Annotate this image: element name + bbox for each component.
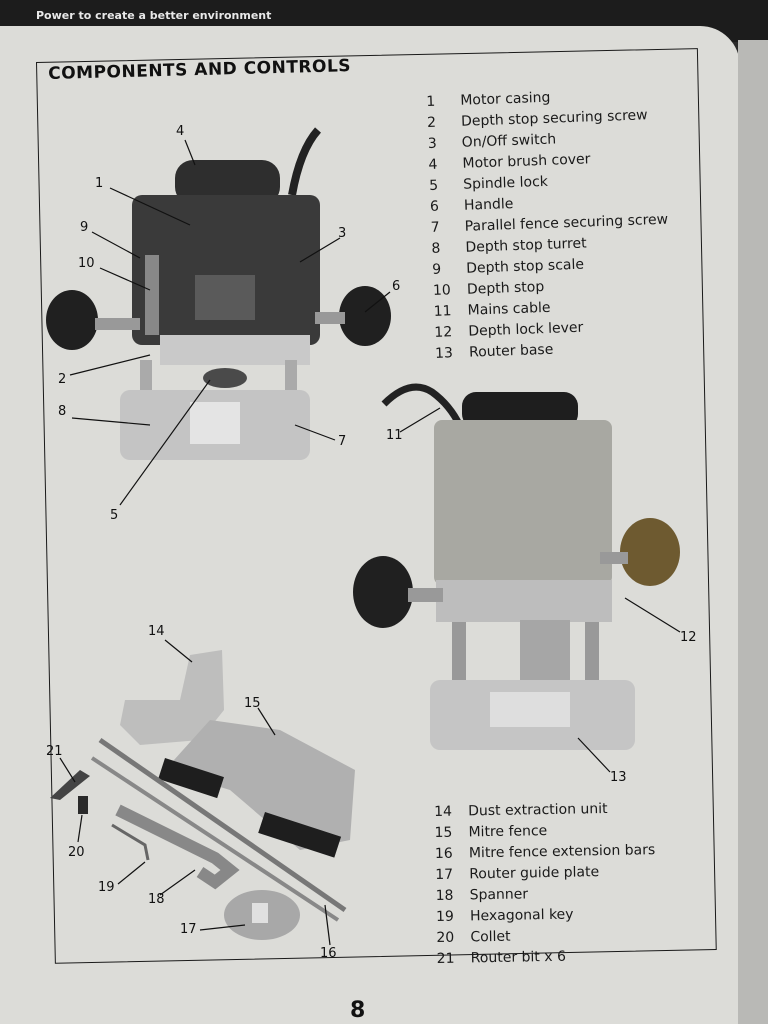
callout-9: 9 [80,220,89,235]
callout-21: 21 [46,744,63,759]
page-number: 8 [350,998,366,1023]
callout-10: 10 [78,256,95,271]
callout-2: 2 [58,372,67,387]
callout-16: 16 [320,946,337,961]
callout-4: 4 [176,124,185,139]
callout-3: 3 [338,226,347,241]
callout-8: 8 [58,404,67,419]
leader-lines [59,139,681,946]
callout-5: 5 [110,508,119,523]
callout-19: 19 [98,880,115,895]
callout-12: 12 [680,630,697,645]
accessories-illustration [50,650,355,940]
callout-20: 20 [68,845,85,860]
router-rear-illustration [353,383,680,750]
tagline: Power to create a better environment [36,9,272,22]
callout-18: 18 [148,892,165,907]
router-front-illustration [46,127,391,460]
page-edge [738,40,768,1024]
callout-17: 17 [180,922,197,937]
callout-7: 7 [338,434,347,449]
callout-13: 13 [610,770,627,785]
callout-11: 11 [386,428,403,443]
callout-14: 14 [148,624,165,639]
manual-page [0,26,740,1024]
callout-15: 15 [244,696,261,711]
callout-6: 6 [392,279,401,294]
callout-1: 1 [95,176,104,191]
